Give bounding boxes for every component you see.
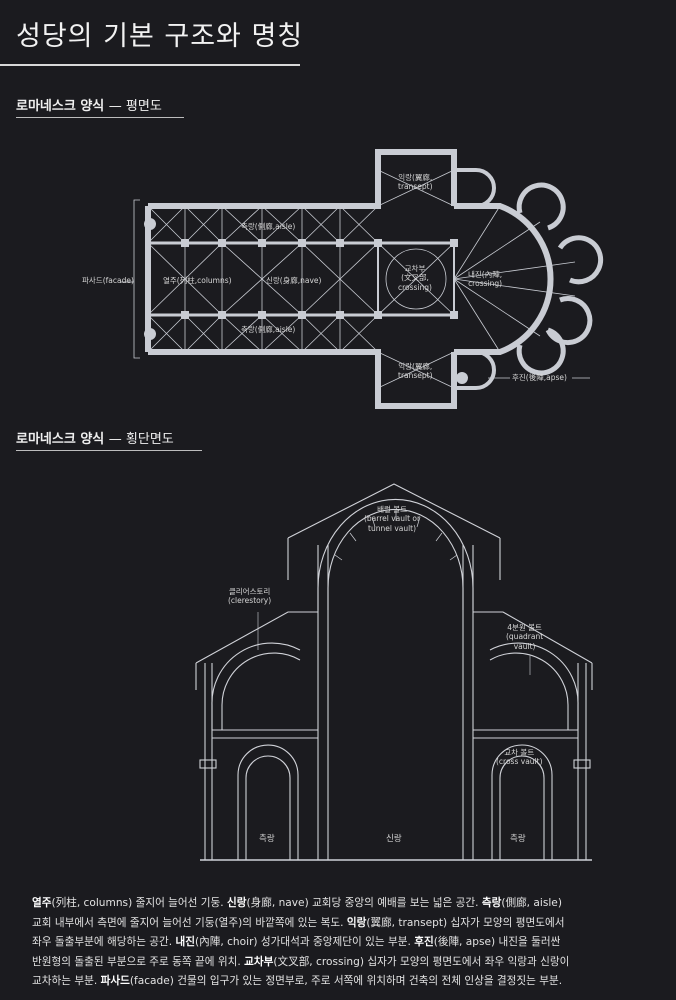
- label-line: transept): [398, 371, 433, 381]
- label-transept-bottom: 익랑(翼廊,transept): [398, 362, 433, 381]
- label-line: 클리어스토리: [228, 587, 271, 596]
- plan-heading: 로마네스크 양식 — 평면도: [16, 95, 162, 114]
- caption-line: 교차하는 부분. 파사드(facade) 건물의 입구가 있는 정면부로, 주로…: [32, 972, 648, 992]
- caption-desc: (列柱, columns) 줄지어 늘어선 기둥.: [51, 897, 228, 909]
- label-line: crossing): [468, 279, 503, 289]
- caption-desc: (後陣, apse) 내진을 둘러싼: [433, 936, 561, 948]
- label-line: (文叉部,: [401, 273, 429, 283]
- caption-desc: 교회 내부에서 측면에 줄지어 늘어선 기둥(열주)의 바깥쪽에 있는 복도.: [32, 916, 347, 929]
- plan-heading-main: 로마네스크 양식: [16, 99, 105, 114]
- page-title: 성당의 기본 구조와 명칭: [16, 21, 304, 52]
- caption-term: 파사드: [100, 975, 130, 987]
- caption-term: 후진: [414, 936, 434, 948]
- caption-line: 반원형의 돌출된 부분으로 주로 동쪽 끝에 위치. 교차부(文叉部, cros…: [32, 953, 648, 973]
- label-aisle-bottom: 측랑(側廊,aisle): [241, 325, 296, 334]
- label-aisle-right: 측랑: [510, 834, 526, 844]
- caption-text: 열주(列柱, columns) 줄지어 늘어선 기둥. 신랑(身廊, nave)…: [32, 894, 648, 992]
- caption-desc: (facade) 건물의 입구가 있는 정면부로, 주로 서쪽에 위치하며 건축…: [129, 975, 563, 987]
- label-clerestory: 클리어스토리(clerestory): [228, 587, 271, 606]
- label-line: 익랑(翼廊,: [398, 362, 433, 371]
- section-heading-main: 로마네스크 양식: [16, 432, 105, 447]
- label-apse: 후진(後陣,apse): [512, 373, 567, 382]
- caption-term: 교차부: [244, 955, 274, 968]
- label-line: 교차부: [404, 264, 426, 273]
- caption-desc: 좌우 돌출부분에 해당하는 공간.: [32, 936, 176, 948]
- caption-term: 측랑: [481, 897, 502, 909]
- caption-desc: (內陣, choir) 성가대석과 중앙제단이 있는 부분.: [195, 936, 415, 948]
- caption-desc: (翼廊, transept) 십자가 모양의 평면도에서: [366, 916, 565, 929]
- label-line: (barrel vault or: [364, 514, 421, 524]
- label-line: 익랑(翼廊,: [398, 173, 433, 182]
- label-line: 4분원 볼트: [507, 623, 542, 632]
- caption-desc: 교차하는 부분.: [32, 975, 101, 987]
- label-line: 교차 볼트: [504, 748, 535, 757]
- label-transept-top: 익랑(翼廊,transept): [398, 173, 433, 192]
- label-nave: 신랑(身廊,nave): [266, 276, 322, 285]
- label-line: vault): [513, 641, 536, 651]
- caption-desc: (側廊, aisle): [501, 897, 562, 909]
- caption-desc: (文叉部, crossing) 십자가 모양의 평면도에서 좌우 익랑과 신랑이: [273, 955, 570, 968]
- section-heading-sub: — 횡단면도: [108, 432, 174, 447]
- plan-heading-sub: — 평면도: [108, 99, 162, 114]
- caption-term: 내진: [175, 936, 196, 948]
- caption-line: 좌우 돌출부분에 해당하는 공간. 내진(內陣, choir) 성가대석과 중앙…: [32, 933, 648, 953]
- caption-line: 열주(列柱, columns) 줄지어 늘어선 기둥. 신랑(身廊, nave)…: [32, 894, 648, 914]
- label-choir: 내진(內陣,crossing): [468, 270, 502, 289]
- label-facade: 파사드(facade): [82, 276, 134, 285]
- title-underline: [0, 64, 300, 66]
- caption-term: 열주: [32, 897, 52, 909]
- plan-heading-rule: [16, 117, 184, 118]
- section-heading: 로마네스크 양식 — 횡단면도: [16, 428, 174, 447]
- label-line: 배럴 볼트: [377, 505, 408, 514]
- label-nave-section: 신랑: [386, 834, 402, 844]
- label-crossing: 교차부(文叉部,crossing): [398, 264, 432, 292]
- label-line: (cross vault): [496, 757, 543, 767]
- caption-term: 익랑: [346, 916, 367, 929]
- cross-section-diagram: [195, 483, 593, 861]
- label-line: (quadrant: [506, 632, 544, 642]
- label-cross-vault: 교차 볼트(cross vault): [496, 748, 543, 767]
- label-line: (clerestory): [228, 596, 272, 606]
- caption-desc: 반원형의 돌출된 부분으로 주로 동쪽 끝에 위치.: [32, 955, 245, 968]
- label-line: transept): [398, 182, 433, 192]
- label-aisle-left: 측랑: [259, 834, 275, 844]
- label-line: crossing): [398, 282, 432, 292]
- label-columns: 열주(列柱,columns): [163, 276, 232, 285]
- label-line: 내진(內陣,: [468, 270, 503, 279]
- section-heading-rule: [16, 450, 202, 451]
- caption-line: 교회 내부에서 측면에 줄지어 늘어선 기둥(열주)의 바깥쪽에 있는 복도. …: [32, 914, 648, 934]
- caption-term: 신랑: [227, 897, 247, 909]
- label-line: tunnel vault): [368, 523, 417, 533]
- caption-desc: (身廊, nave) 교회당 중앙의 예배를 보는 넓은 공간.: [246, 897, 482, 909]
- label-aisle-top: 측랑(側廊,aisle): [241, 222, 296, 231]
